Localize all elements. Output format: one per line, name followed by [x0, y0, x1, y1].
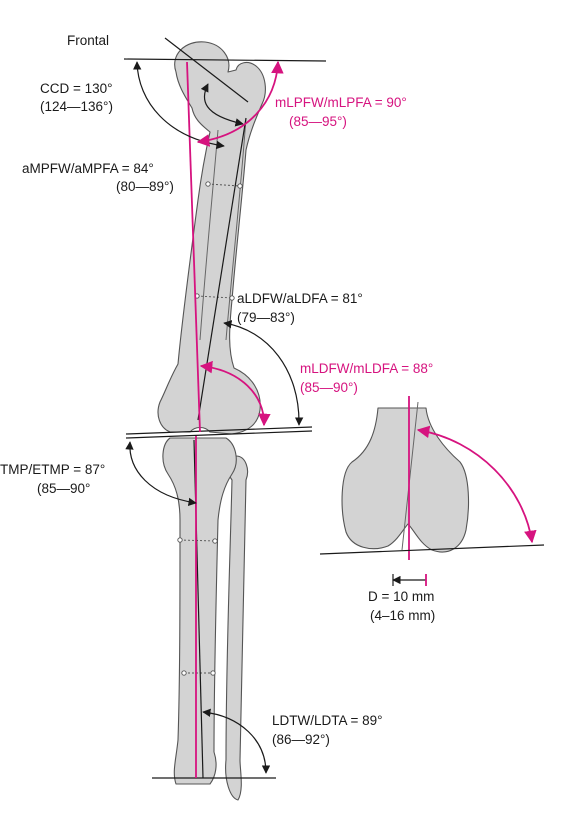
femur-marker [229, 295, 235, 301]
hip-horizontal-line [123, 58, 327, 62]
labels: Frontal CCD = 130° (124—136°) mLPFW/mLPF… [0, 33, 435, 747]
tibia-level-upper [179, 539, 216, 542]
femur-outline [157, 41, 266, 435]
ldtw-label: LDTW/LDTA = 89° [272, 713, 383, 728]
distance-range: (4–16 mm) [370, 608, 435, 623]
femur-cortex-lateral [225, 117, 247, 341]
mlpfw-range: (85—95°) [289, 114, 347, 129]
tmp-range: (85—90° [37, 481, 90, 496]
tibia-marker [177, 537, 183, 543]
knee-detail-inset [319, 396, 545, 586]
femur-level-lower [196, 295, 233, 299]
tibia-marker [181, 670, 187, 676]
aldfw-arc [223, 320, 304, 426]
view-label: Frontal [67, 33, 109, 48]
inset-distal-femur [341, 407, 469, 553]
tibia-marker [210, 670, 216, 676]
ccd-label: CCD = 130° [40, 81, 113, 96]
tibia-fibula [162, 437, 249, 801]
inset-mldfa-arc [416, 425, 537, 544]
femur-marker [237, 183, 243, 189]
mldfw-arc [199, 360, 271, 427]
tibia-outline [162, 437, 237, 785]
aldfw-label: aLDFW/aLDFA = 81° [237, 291, 363, 306]
ldtw-arc [202, 708, 271, 774]
knee-joint-line-tibial [125, 430, 313, 439]
ampfw-label: aMPFW/aMPFA = 84° [22, 161, 154, 176]
ldtw-range: (86—92°) [272, 732, 330, 747]
knee-joint-line-femoral [125, 426, 313, 435]
mldfw-label: mLDFW/mLDFA = 88° [300, 361, 433, 376]
inset-joint-line [319, 544, 545, 555]
femur-level-upper [207, 183, 241, 187]
distance-label: D = 10 mm [368, 589, 434, 604]
ccd-range: (124—136°) [40, 99, 113, 114]
aldfw-range: (79—83°) [237, 310, 295, 325]
fibula-outline [225, 455, 249, 801]
angle-arcs [125, 60, 304, 774]
femur-marker [205, 181, 211, 187]
tmp-arc [125, 441, 197, 507]
ampfw-range: (80—89°) [116, 179, 174, 194]
femur [157, 41, 266, 435]
mlpfw-label: mLPFW/mLPFA = 90° [275, 95, 407, 110]
femur-cortex-medial [199, 129, 219, 341]
inset-femoral-shaft-line [401, 401, 419, 551]
mldfw-range: (85—90°) [300, 380, 358, 395]
tmp-label: TMP/ETMP = 87° [0, 462, 105, 477]
tibia-marker [212, 538, 218, 544]
mlpfw-arc [196, 60, 284, 147]
